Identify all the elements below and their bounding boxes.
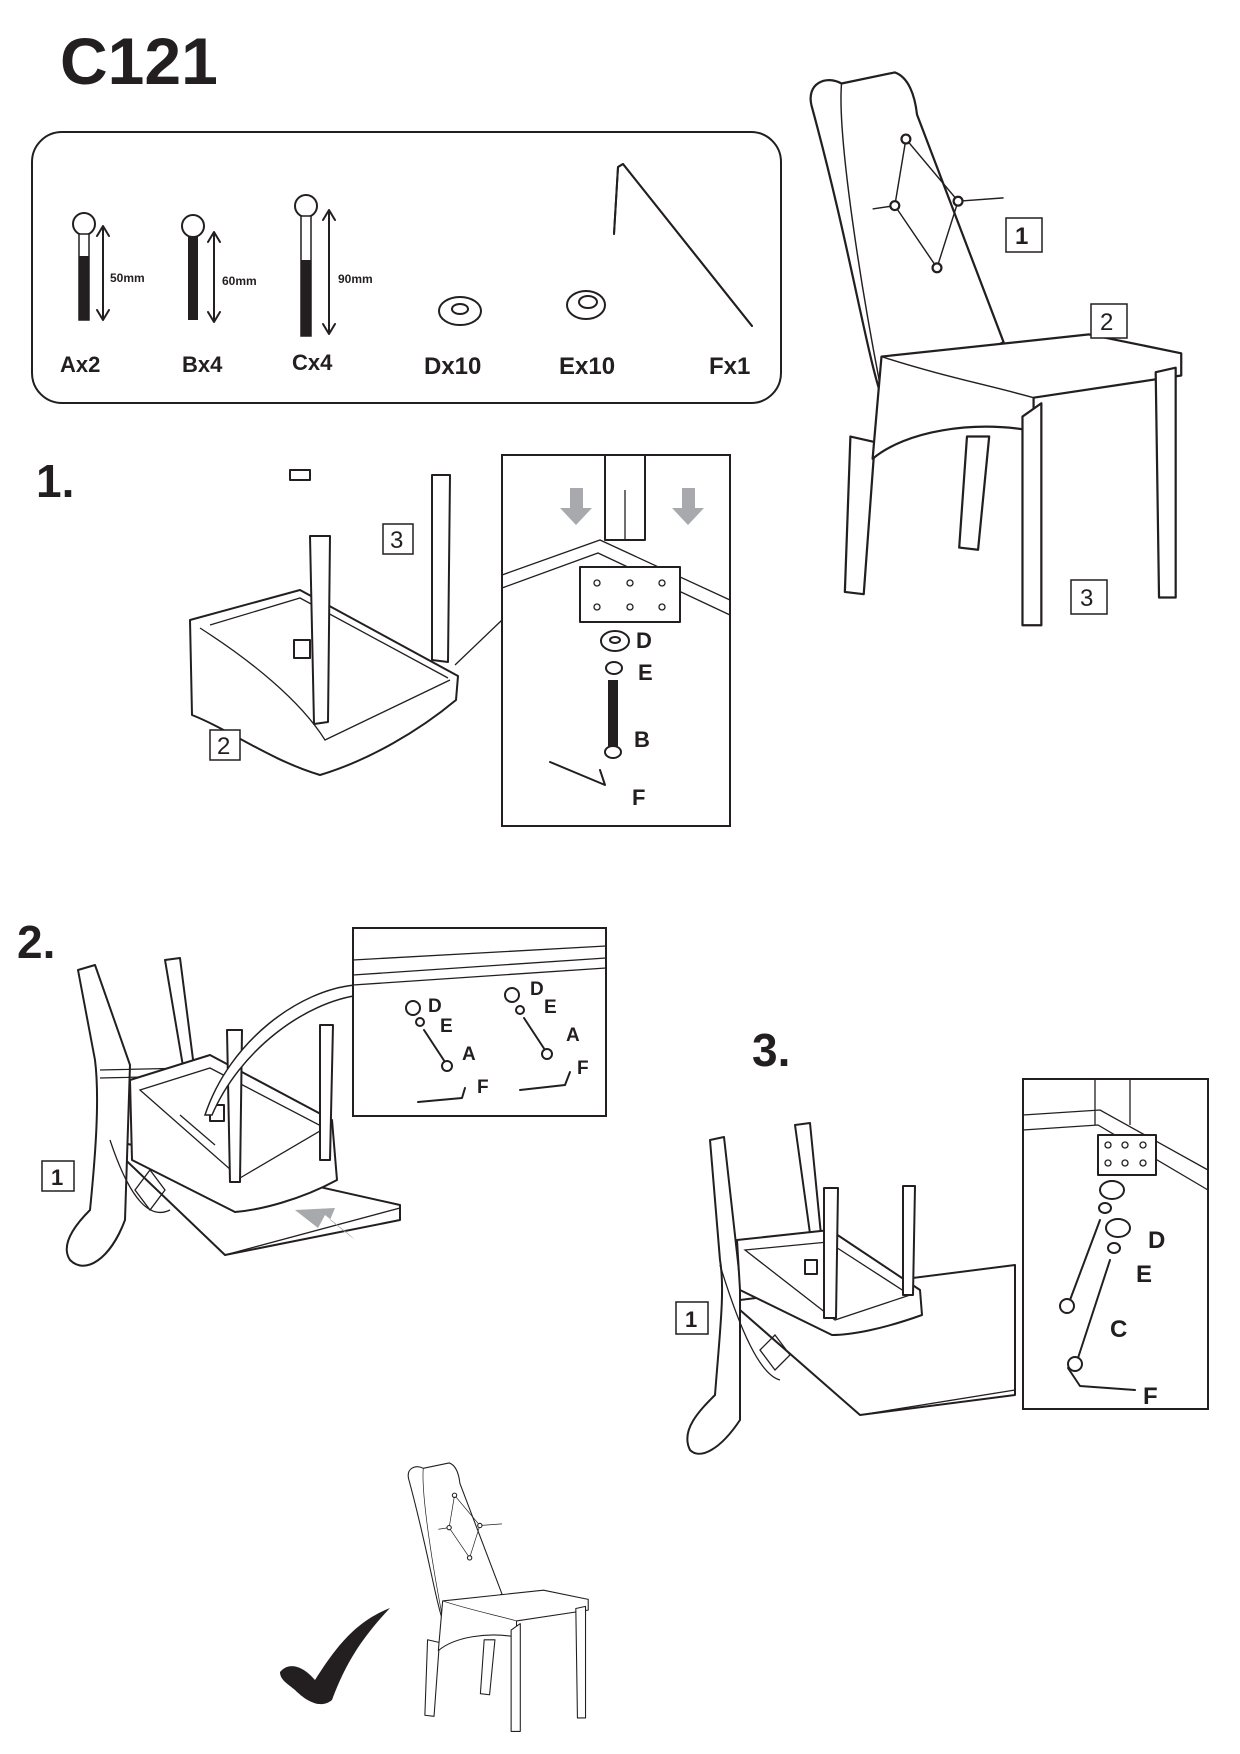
part-e-label: Ex10 <box>559 353 615 380</box>
hardware-parts-panel: 50mm 60mm 90mm Ax2 Bx4 Cx4 Dx10 Ex <box>31 131 782 404</box>
step-3-detail-d: D <box>1148 1227 1165 1254</box>
bolt-b-icon <box>181 214 221 323</box>
step-2-detail-e2: E <box>544 997 557 1018</box>
down-arrow-icon <box>672 488 704 525</box>
flat-washer-icon <box>438 296 482 326</box>
step-3-detail-c: C <box>1110 1316 1127 1343</box>
step-3-detail-inset: D E C F <box>1022 1078 1209 1410</box>
bolt-a-length: 50mm <box>110 271 145 285</box>
step-1-detail-e: E <box>638 660 653 685</box>
tag-seat: 2 <box>1100 309 1113 336</box>
final-chair-diagram <box>407 1462 589 1732</box>
step-3-detail-e: E <box>1136 1261 1152 1288</box>
push-arrow-icon <box>295 1208 355 1240</box>
step-2-detail-e1: E <box>440 1016 453 1037</box>
model-title: C121 <box>60 24 218 98</box>
part-a-label: Ax2 <box>60 352 100 377</box>
tag-backrest: 1 <box>1015 223 1028 250</box>
step-2-tag-back: 1 <box>51 1165 63 1190</box>
step-2-detail-d1: D <box>428 996 442 1017</box>
tag-legs: 3 <box>1080 585 1093 612</box>
step-3-number: 3. <box>752 1024 790 1076</box>
bolt-c-length: 90mm <box>338 272 373 286</box>
bolt-c-icon <box>294 194 336 337</box>
step-2-diagram: 1 <box>41 957 401 1267</box>
step-2-detail-f1: F <box>477 1077 489 1098</box>
bolt-b-length: 60mm <box>222 274 257 288</box>
step-1-tag-legs: 3 <box>390 527 403 554</box>
step-3-detail-f: F <box>1143 1383 1158 1410</box>
spring-washer-icon <box>566 290 606 320</box>
down-arrow-icon <box>560 488 592 525</box>
step-1-number: 1. <box>36 455 74 507</box>
step-1-detail-inset: D E B F <box>501 454 731 827</box>
step-1-detail-b: B <box>634 727 650 752</box>
step-2-detail-a2: A <box>566 1025 580 1046</box>
step-2-detail-inset: D E A F D E A F <box>352 927 607 1117</box>
part-d-label: Dx10 <box>424 353 481 380</box>
bolt-a-icon <box>72 212 110 321</box>
step-1-tag-seat: 2 <box>217 733 230 760</box>
checkmark-icon <box>280 1608 390 1705</box>
step-2-detail-a1: A <box>462 1044 476 1065</box>
step-3-diagram: 1 <box>675 1122 1016 1455</box>
assembled-chair-diagram: 1 2 3 <box>809 71 1183 627</box>
step-2-detail-d2: D <box>530 979 544 1000</box>
part-b-label: Bx4 <box>182 352 223 377</box>
part-c-label: Cx4 <box>292 350 333 375</box>
step-2-number: 2. <box>17 916 55 968</box>
part-f-label: Fx1 <box>709 353 750 380</box>
step-1-detail-d: D <box>636 628 652 653</box>
step-1-diagram: 3 2 <box>189 469 503 776</box>
step-2-detail-f2: F <box>577 1058 589 1079</box>
step-3-tag-back: 1 <box>685 1307 697 1332</box>
step-1-detail-f: F <box>632 785 645 810</box>
